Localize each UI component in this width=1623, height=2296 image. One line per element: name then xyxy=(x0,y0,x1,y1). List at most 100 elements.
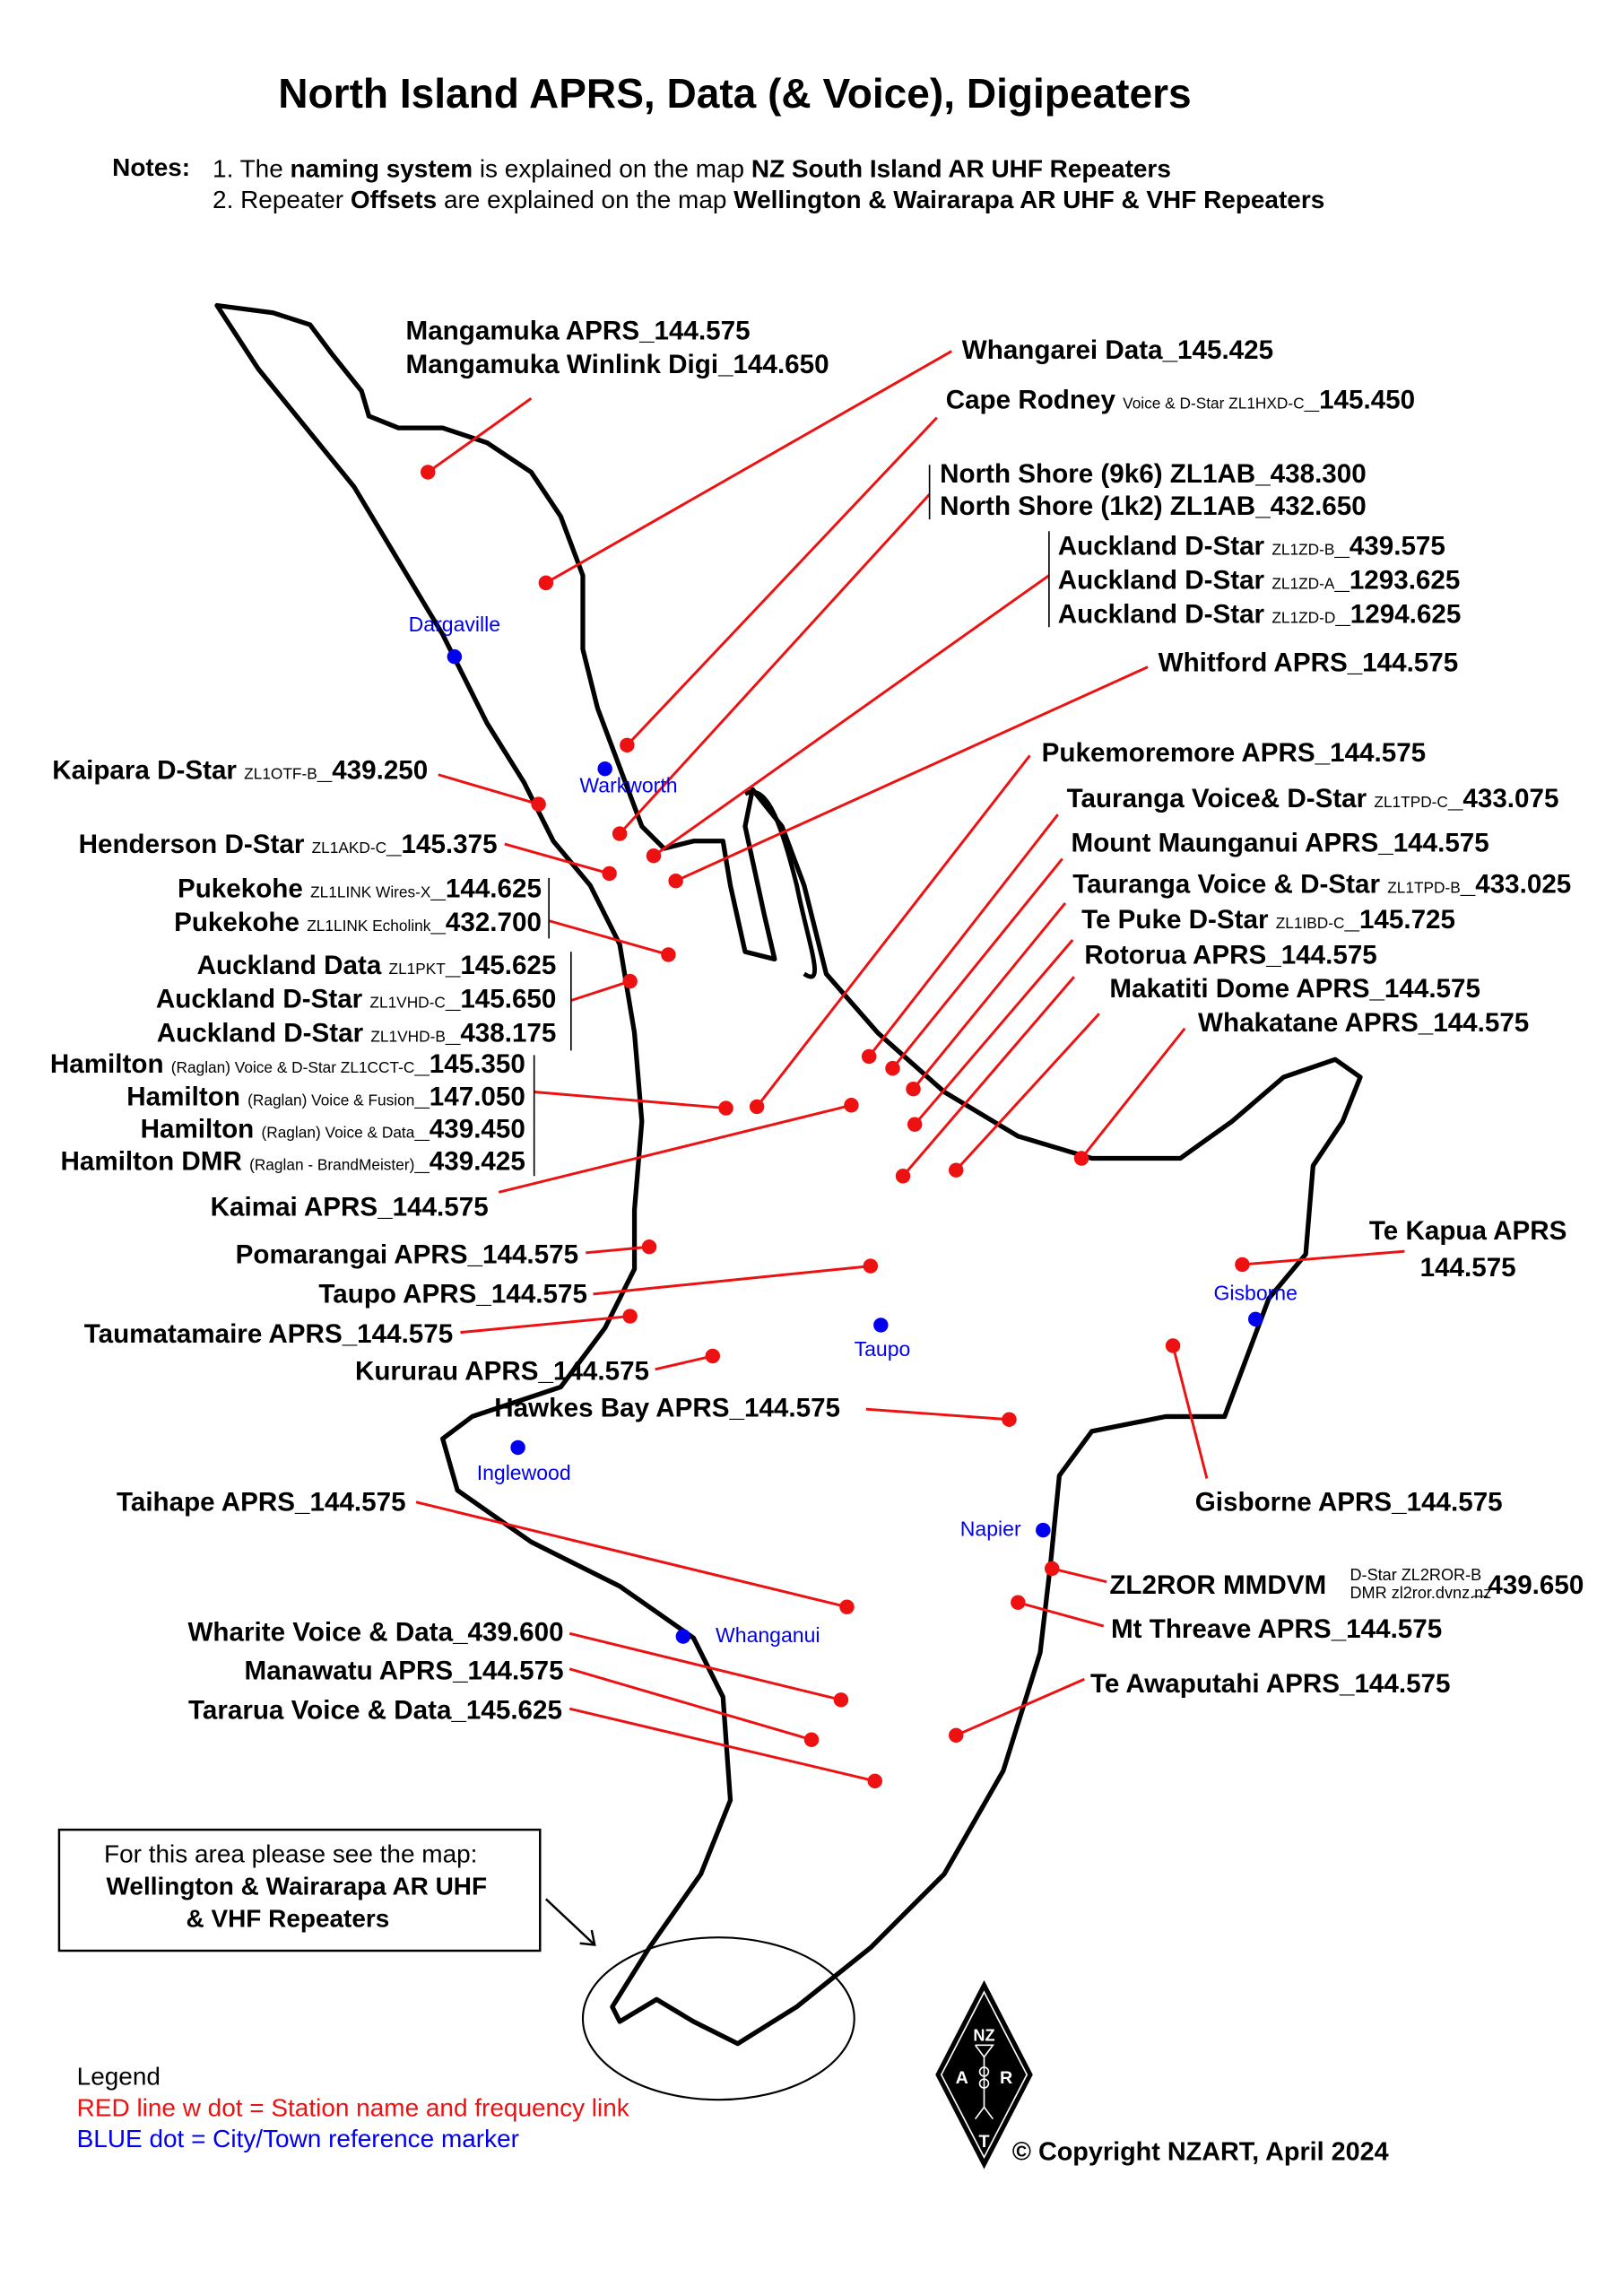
notes: Notes: 1. The naming system is explained… xyxy=(112,153,1324,213)
station-dot[interactable] xyxy=(661,947,676,962)
station-dot[interactable] xyxy=(863,1258,879,1274)
station-frequency: _144.575 xyxy=(729,1393,841,1422)
station-label: Pukekohe ZL1LINK Wires-X_144.625 xyxy=(178,874,542,903)
station-name: Gisborne APRS xyxy=(1195,1488,1392,1518)
station-callsign-note: (Raglan) Voice & Fusion xyxy=(247,1091,414,1109)
station-label: ZL2ROR MMDVM DMR zl2ror.dvnz.nz _439.650 xyxy=(1109,1570,1584,1600)
station-label: Whangarei Data_145.425 xyxy=(962,335,1273,365)
station-dot[interactable] xyxy=(949,1727,964,1744)
station-label: Hawkes Bay APRS_144.575 xyxy=(494,1393,840,1422)
station-callsign-note: ZL1TPD-C xyxy=(1374,793,1448,811)
station-10: Te Puke D-Star ZL1IBD-C_145.725 xyxy=(907,905,1455,1132)
station-32: Manawatu APRS_144.575 xyxy=(245,1656,820,1747)
town-dot[interactable] xyxy=(447,648,463,665)
station-name: Hamilton xyxy=(126,1082,247,1111)
note-2: 2. Repeater Offsets are explained on the… xyxy=(213,186,1324,213)
town-dot[interactable] xyxy=(597,761,612,777)
station-13: Whakatane APRS_144.575 xyxy=(1073,1008,1529,1166)
station-dot[interactable] xyxy=(612,826,628,841)
station-name: Kaimai APRS xyxy=(211,1193,378,1222)
town-dot[interactable] xyxy=(510,1439,525,1456)
station-dot[interactable] xyxy=(803,1732,820,1747)
station-callsign-note: ZL1VHD-C xyxy=(369,994,445,1012)
station-link-line xyxy=(755,754,1031,1108)
town-dot[interactable] xyxy=(1036,1522,1051,1538)
station-dot[interactable] xyxy=(895,1169,911,1184)
station-link-line xyxy=(653,574,1050,857)
station-dot[interactable] xyxy=(1002,1412,1017,1427)
station-dot[interactable] xyxy=(844,1098,859,1113)
town-gisborne: Gisborne xyxy=(1214,1281,1298,1327)
station-dot[interactable] xyxy=(620,737,635,753)
station-dot[interactable] xyxy=(906,1081,921,1097)
station-frequency: _145.725 xyxy=(1344,905,1456,935)
station-label: Auckland Data ZL1PKT_145.625 xyxy=(197,951,557,980)
station-dot[interactable] xyxy=(641,1239,657,1255)
arrow-icon xyxy=(545,1898,596,1946)
station-frequency: _438.175 xyxy=(445,1019,557,1048)
station-frequency: _439.450 xyxy=(413,1114,525,1144)
station-name: Auckland D-Star xyxy=(156,985,370,1014)
town-dot[interactable] xyxy=(675,1629,691,1644)
station-dot[interactable] xyxy=(839,1599,855,1614)
legend-red: RED line w dot = Station name and freque… xyxy=(77,2093,630,2121)
station-20: Henderson D-Star ZL1AKD-C_145.375 xyxy=(79,830,617,882)
station-dot[interactable] xyxy=(646,848,662,864)
station-dot[interactable] xyxy=(1073,1151,1089,1166)
station-dot[interactable] xyxy=(622,973,638,989)
station-dot[interactable] xyxy=(749,1099,765,1115)
station-label: Whitford APRS_144.575 xyxy=(1159,648,1459,678)
station-link-line xyxy=(548,919,669,956)
station-link-line xyxy=(534,1091,726,1110)
station-dot[interactable] xyxy=(705,1348,720,1364)
station-dot[interactable] xyxy=(867,1773,882,1789)
station-name: Hamilton DMR xyxy=(61,1147,250,1177)
logo-text-r: R xyxy=(1000,2068,1012,2088)
station-dot[interactable] xyxy=(1235,1257,1250,1273)
station-callsign-note: ZL1ZD-A xyxy=(1271,574,1335,592)
station-name: Auckland D-Star xyxy=(1058,565,1272,595)
towns-layer: DargavilleWarkworthGisborneTaupoInglewoo… xyxy=(409,613,1298,1647)
station-dot[interactable] xyxy=(718,1100,733,1116)
station-name: Te Kapua APRS xyxy=(1369,1216,1567,1246)
station-dot[interactable] xyxy=(531,796,546,812)
station-dot[interactable] xyxy=(861,1048,877,1065)
station-dot[interactable] xyxy=(538,575,554,591)
station-dot[interactable] xyxy=(622,1309,638,1324)
station-9: Tauranga Voice & D-Star ZL1TPD-B_433.025 xyxy=(906,869,1572,1097)
station-frequency: _433.075 xyxy=(1447,784,1559,813)
station-dot[interactable] xyxy=(833,1692,849,1708)
town-dot[interactable] xyxy=(1247,1311,1263,1327)
station-frequency: _438.300 xyxy=(1254,459,1367,489)
station-label: Rotorua APRS_144.575 xyxy=(1084,940,1376,970)
station-label: Mangamuka Winlink Digi_144.650 xyxy=(406,350,829,379)
station-frequency: _433.025 xyxy=(1460,869,1572,899)
see-box-line-2: Wellington & Wairarapa AR UHF xyxy=(107,1872,488,1900)
station-label: Auckland D-Star ZL1ZD-A_1293.625 xyxy=(1058,565,1461,595)
station-callsign-note: ZL1LINK Wires-X xyxy=(310,883,431,900)
station-dot[interactable] xyxy=(885,1060,900,1076)
station-18: Te Awaputahi APRS_144.575 xyxy=(949,1669,1450,1744)
station-label: Hamilton (Raglan) Voice & Data_439.450 xyxy=(141,1114,525,1144)
station-dot[interactable] xyxy=(1011,1595,1026,1610)
station-dot[interactable] xyxy=(907,1117,923,1132)
town-dot[interactable] xyxy=(873,1318,889,1333)
station-dot[interactable] xyxy=(421,465,436,480)
station-dot[interactable] xyxy=(668,873,683,889)
station-label: Hamilton (Raglan) Voice & Fusion_147.050 xyxy=(126,1082,525,1111)
station-frequency: _145.350 xyxy=(413,1049,525,1079)
station-name: Mangamuka Winlink Digi xyxy=(406,350,719,379)
station-dot[interactable] xyxy=(949,1162,964,1178)
station-name: Te Puke D-Star xyxy=(1081,905,1276,935)
station-dot[interactable] xyxy=(602,865,617,882)
station-link-line xyxy=(912,901,1067,1091)
station-link-line xyxy=(914,939,1074,1126)
station-name: Whangarei Data xyxy=(962,335,1163,365)
station-frequency: _145.625 xyxy=(450,1696,561,1726)
station-name: Whitford APRS xyxy=(1159,648,1348,678)
station-name: Whakatane APRS xyxy=(1198,1008,1419,1038)
station-dot[interactable] xyxy=(1165,1338,1181,1353)
station-25: Pomarangai APRS_144.575 xyxy=(236,1239,657,1269)
station-dot[interactable] xyxy=(1044,1561,1060,1577)
